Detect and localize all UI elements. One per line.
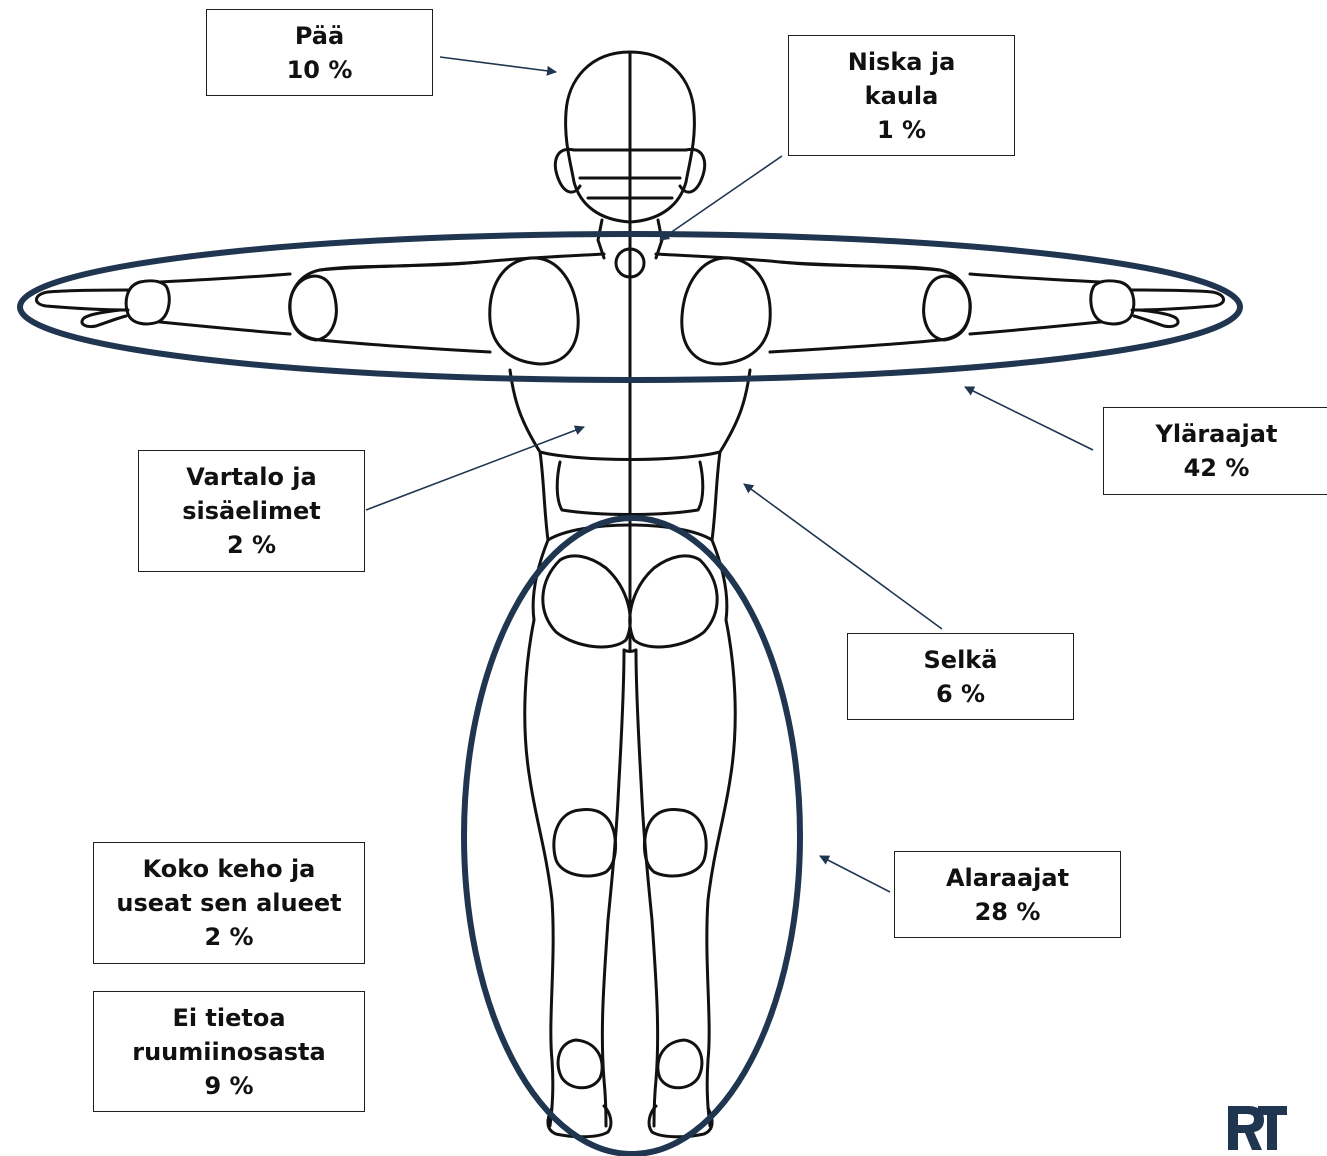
right-knee (644, 810, 706, 877)
label-whole-body-name-line1: Koko keho ja (143, 852, 316, 886)
label-lower-limbs-name: Alaraajat (946, 861, 1069, 895)
right-thumb (1134, 310, 1178, 327)
label-no-info-value: 9 % (204, 1069, 253, 1103)
arrow-selka (744, 484, 942, 629)
label-neck: Niska ja kaula 1 % (788, 35, 1015, 156)
arrow-alaraajat (820, 856, 890, 892)
label-torso: Vartalo ja sisäelimet 2 % (138, 450, 365, 572)
label-neck-name-line2: kaula (865, 79, 939, 113)
right-leg-outer (707, 620, 735, 1126)
label-back-value: 6 % (936, 677, 985, 711)
left-ankle (558, 1040, 602, 1088)
right-buttock (630, 556, 717, 647)
label-whole-body-value: 2 % (204, 920, 253, 954)
label-upper-limbs-name: Yläraajat (1156, 417, 1278, 451)
label-neck-value: 1 % (877, 113, 926, 147)
right-elbow (924, 276, 971, 340)
label-head: Pää 10 % (206, 9, 433, 96)
left-forearm (160, 274, 290, 334)
right-forearm (970, 274, 1100, 334)
waist-left (540, 452, 548, 540)
left-elbow (290, 276, 337, 340)
label-upper-limbs-value: 42 % (1184, 451, 1250, 485)
left-knee (554, 810, 616, 877)
rt-logo (1226, 1102, 1288, 1152)
right-ankle (658, 1040, 702, 1088)
label-head-value: 10 % (287, 53, 353, 87)
label-no-info: Ei tietoa ruumiinosasta 9 % (93, 991, 365, 1112)
label-whole-body: Koko keho ja useat sen alueet 2 % (93, 842, 365, 964)
rt-logo-t-shape (1258, 1106, 1287, 1150)
arrow-vartalo (366, 427, 584, 510)
label-neck-name-line1: Niska ja (848, 45, 956, 79)
right-wrist (1091, 281, 1134, 324)
right-leg-inner (636, 650, 658, 1126)
label-lower-limbs: Alaraajat 28 % (894, 851, 1121, 938)
human-figure (36, 52, 1223, 1137)
label-whole-body-name-line2: useat sen alueet (116, 886, 341, 920)
label-upper-limbs: Yläraajat 42 % (1103, 407, 1327, 495)
arrows (366, 57, 1093, 892)
left-leg-outer (525, 620, 553, 1126)
left-hand (36, 290, 128, 310)
label-back: Selkä 6 % (847, 633, 1074, 720)
lower-limbs-highlight (464, 518, 800, 1154)
label-torso-name-line1: Vartalo ja (186, 460, 316, 494)
label-head-name: Pää (295, 19, 344, 53)
left-leg-inner (602, 650, 624, 1126)
label-torso-value: 2 % (227, 528, 276, 562)
left-wrist (126, 281, 169, 324)
left-thumb (82, 310, 126, 327)
arrow-ylaraajat (965, 387, 1093, 450)
waist-right (712, 452, 720, 540)
arrow-paa (440, 57, 556, 72)
label-lower-limbs-value: 28 % (975, 895, 1041, 929)
right-hand (1132, 290, 1224, 310)
left-buttock (543, 556, 630, 647)
label-no-info-name-line1: Ei tietoa (172, 1001, 285, 1035)
label-no-info-name-line2: ruumiinosasta (132, 1035, 325, 1069)
label-back-name: Selkä (924, 643, 998, 677)
right-shoulder (682, 258, 770, 364)
label-torso-name-line2: sisäelimet (182, 494, 320, 528)
left-shoulder (490, 258, 578, 364)
